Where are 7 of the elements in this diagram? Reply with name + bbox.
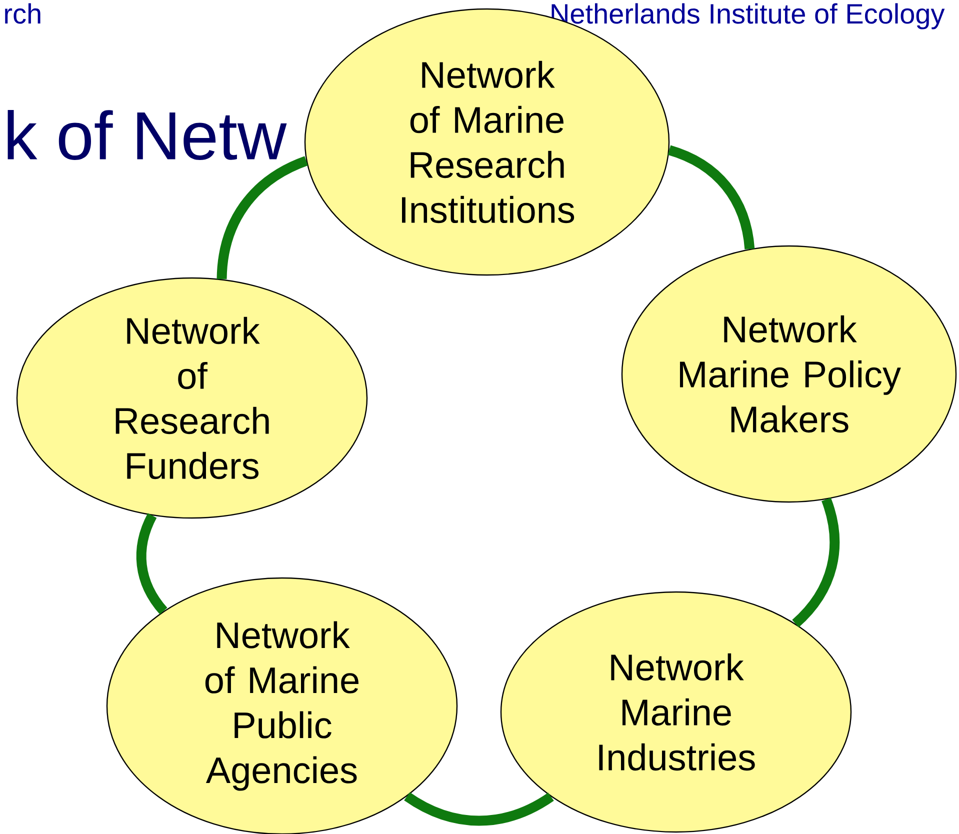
ring-arc — [216, 156, 308, 280]
slide-title: k of Netw — [8, 110, 287, 160]
header-text: rch — [5, 3, 40, 24]
ring-arc — [404, 792, 554, 826]
ring-arc — [668, 145, 755, 250]
ring-arc — [136, 513, 168, 614]
ring-arc — [792, 498, 840, 628]
